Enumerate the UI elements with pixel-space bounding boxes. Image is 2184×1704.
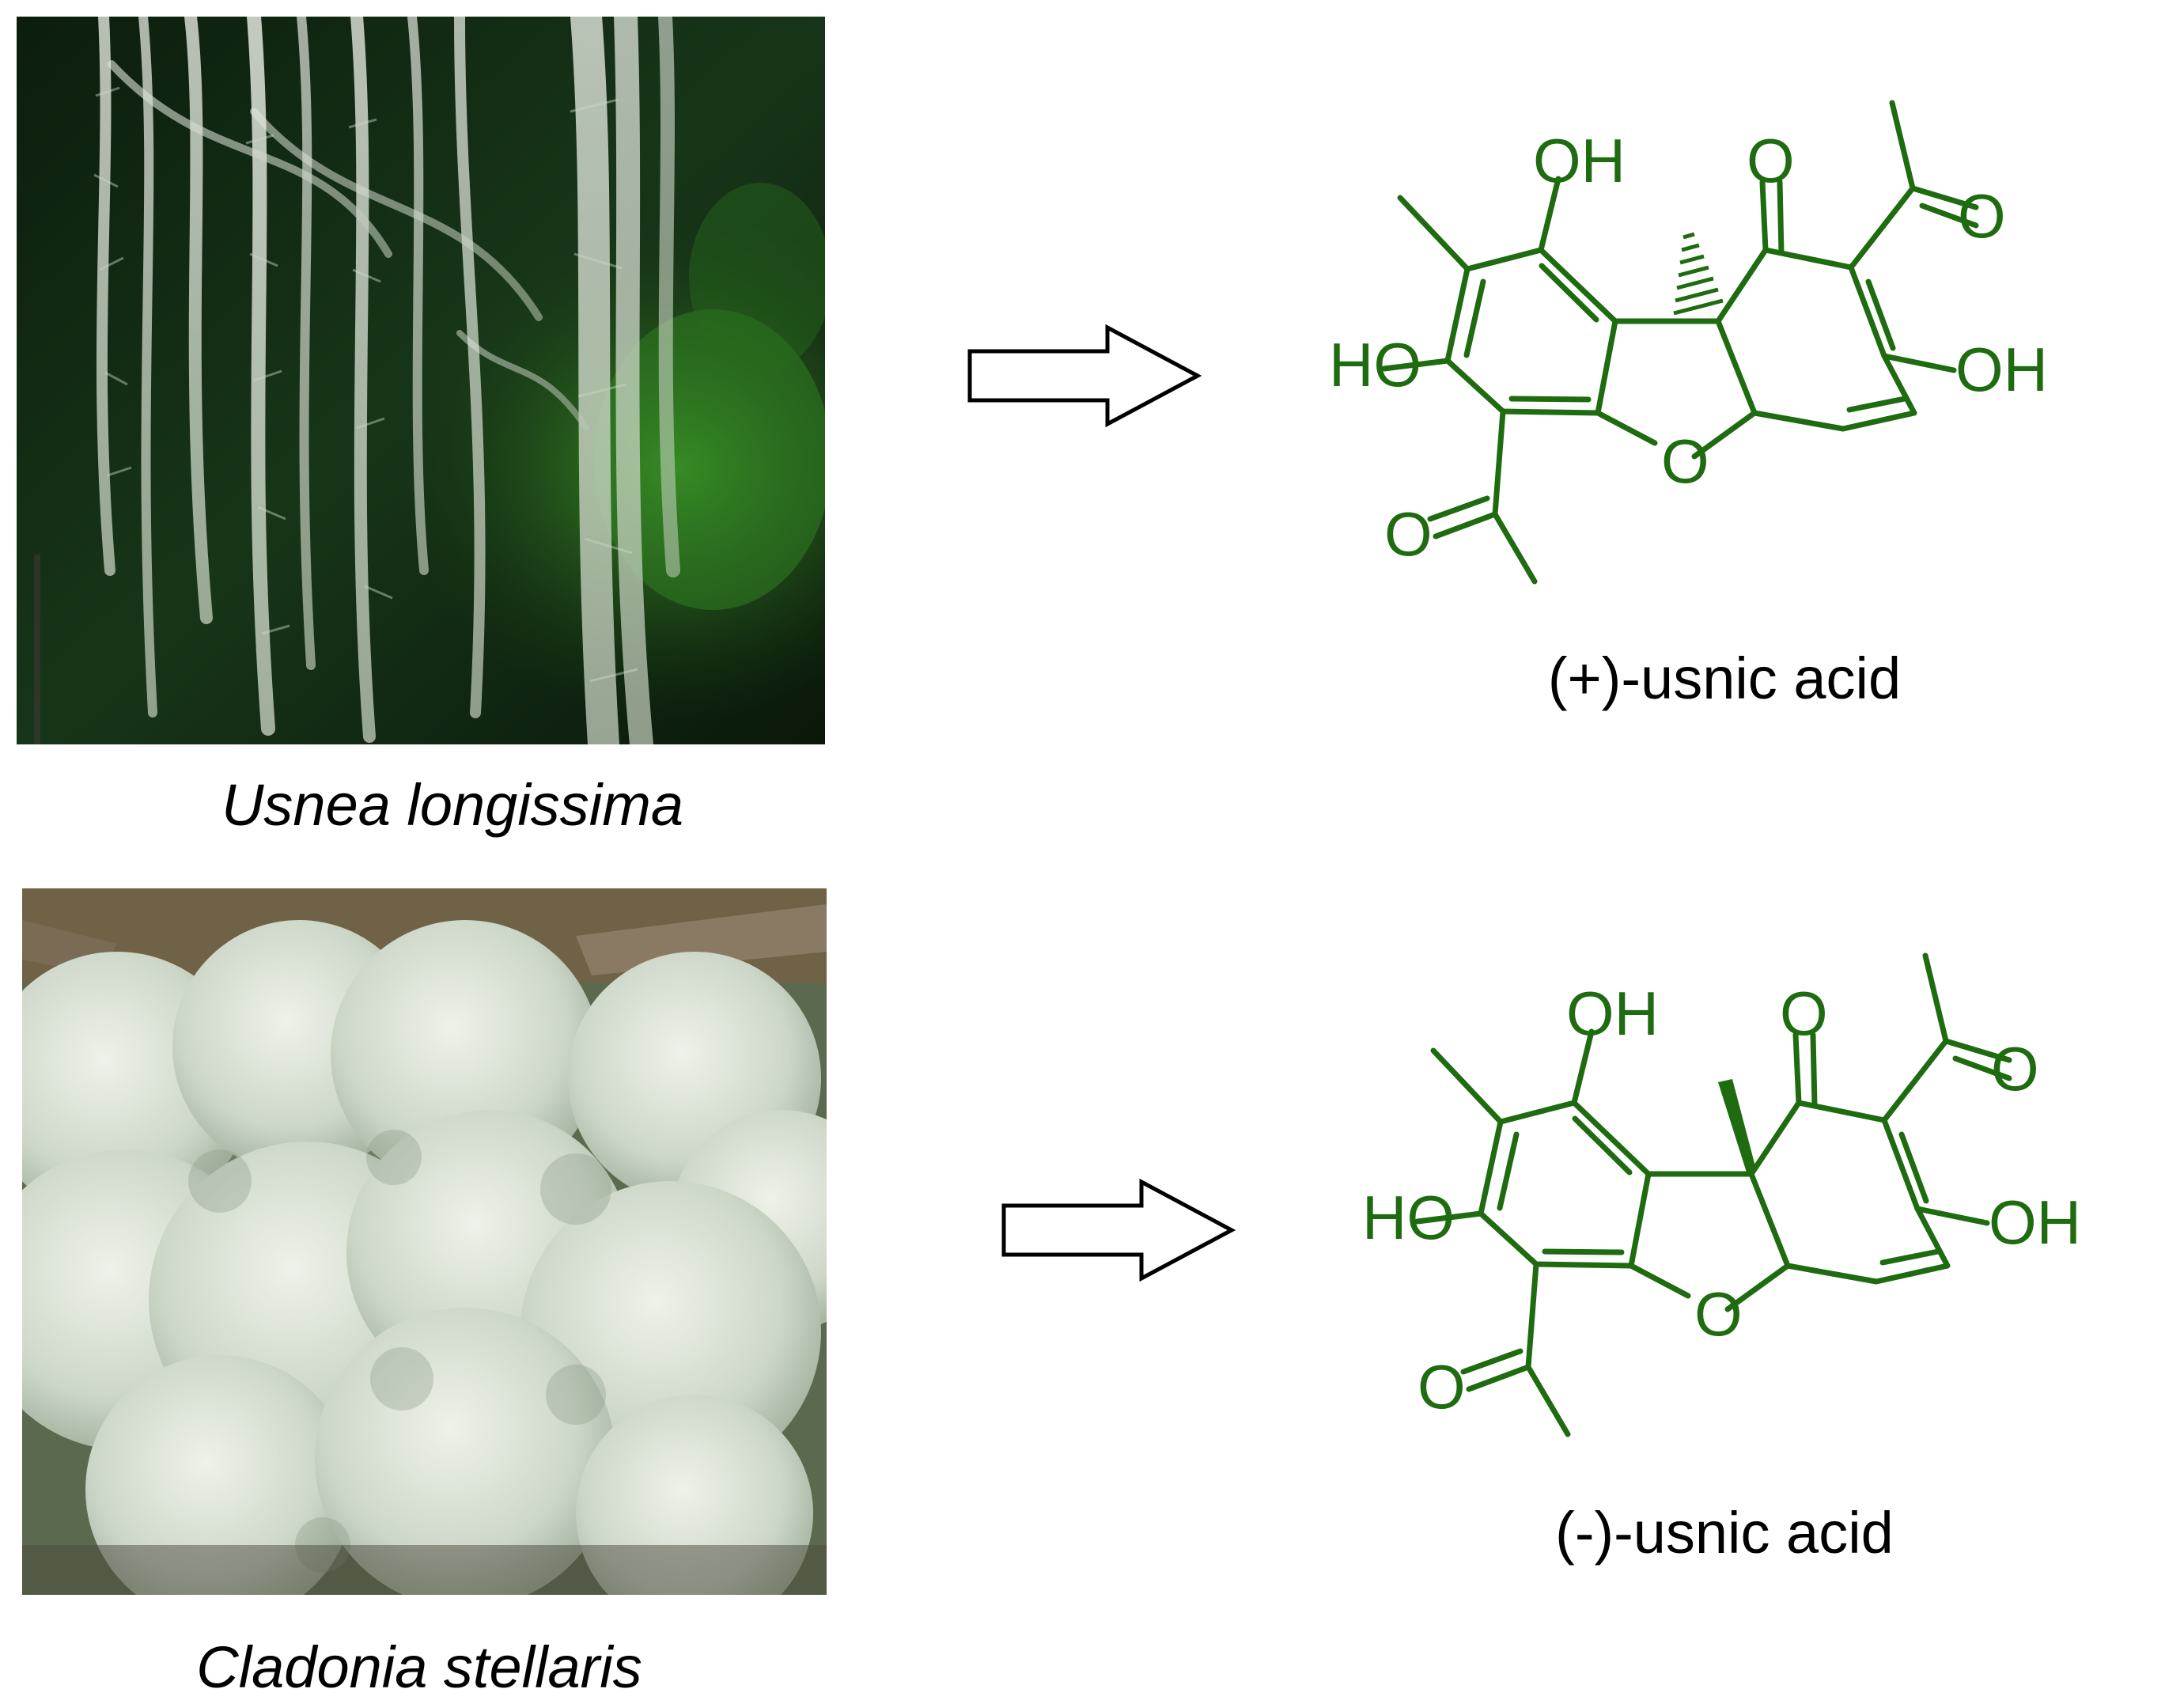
furan-o-label: O [1661, 426, 1709, 496]
right-arrow-icon [967, 324, 1204, 431]
oh-label: OH [1533, 126, 1626, 195]
furan-o-label: O [1694, 1279, 1743, 1349]
ho-label: HO [1362, 1183, 1455, 1252]
usnic-acid-plus-structure: OH O O HO OH O O [1329, 87, 2159, 605]
ketone-o-label: O [1780, 979, 1828, 1048]
usnea-longissima-photo [17, 17, 825, 744]
cladonia-caption: Cladonia stellaris [196, 1634, 642, 1700]
plus-usnic-acid-label: (+)-usnic acid [1547, 646, 1902, 711]
minus-usnic-acid-label: (-)-usnic acid [1555, 1500, 1894, 1566]
oh-right-label: OH [1989, 1187, 2081, 1257]
cladonia-stellaris-photo [22, 888, 827, 1595]
usnea-caption: Usnea longissima [221, 772, 684, 838]
acetyl-o-label: O [1991, 1034, 2039, 1104]
acetyl-o-left-label: O [1418, 1352, 1466, 1422]
oh-right-label: OH [1955, 335, 2048, 404]
oh-label: OH [1566, 979, 1659, 1048]
acetyl-o-left-label: O [1384, 499, 1433, 569]
ketone-o-label: O [1747, 126, 1795, 195]
acetyl-o-label: O [1958, 181, 2006, 251]
usnic-acid-minus-structure: OH O O HO OH O O [1362, 940, 2184, 1458]
ho-label: HO [1329, 330, 1421, 399]
right-arrow-icon [1001, 1178, 1238, 1286]
